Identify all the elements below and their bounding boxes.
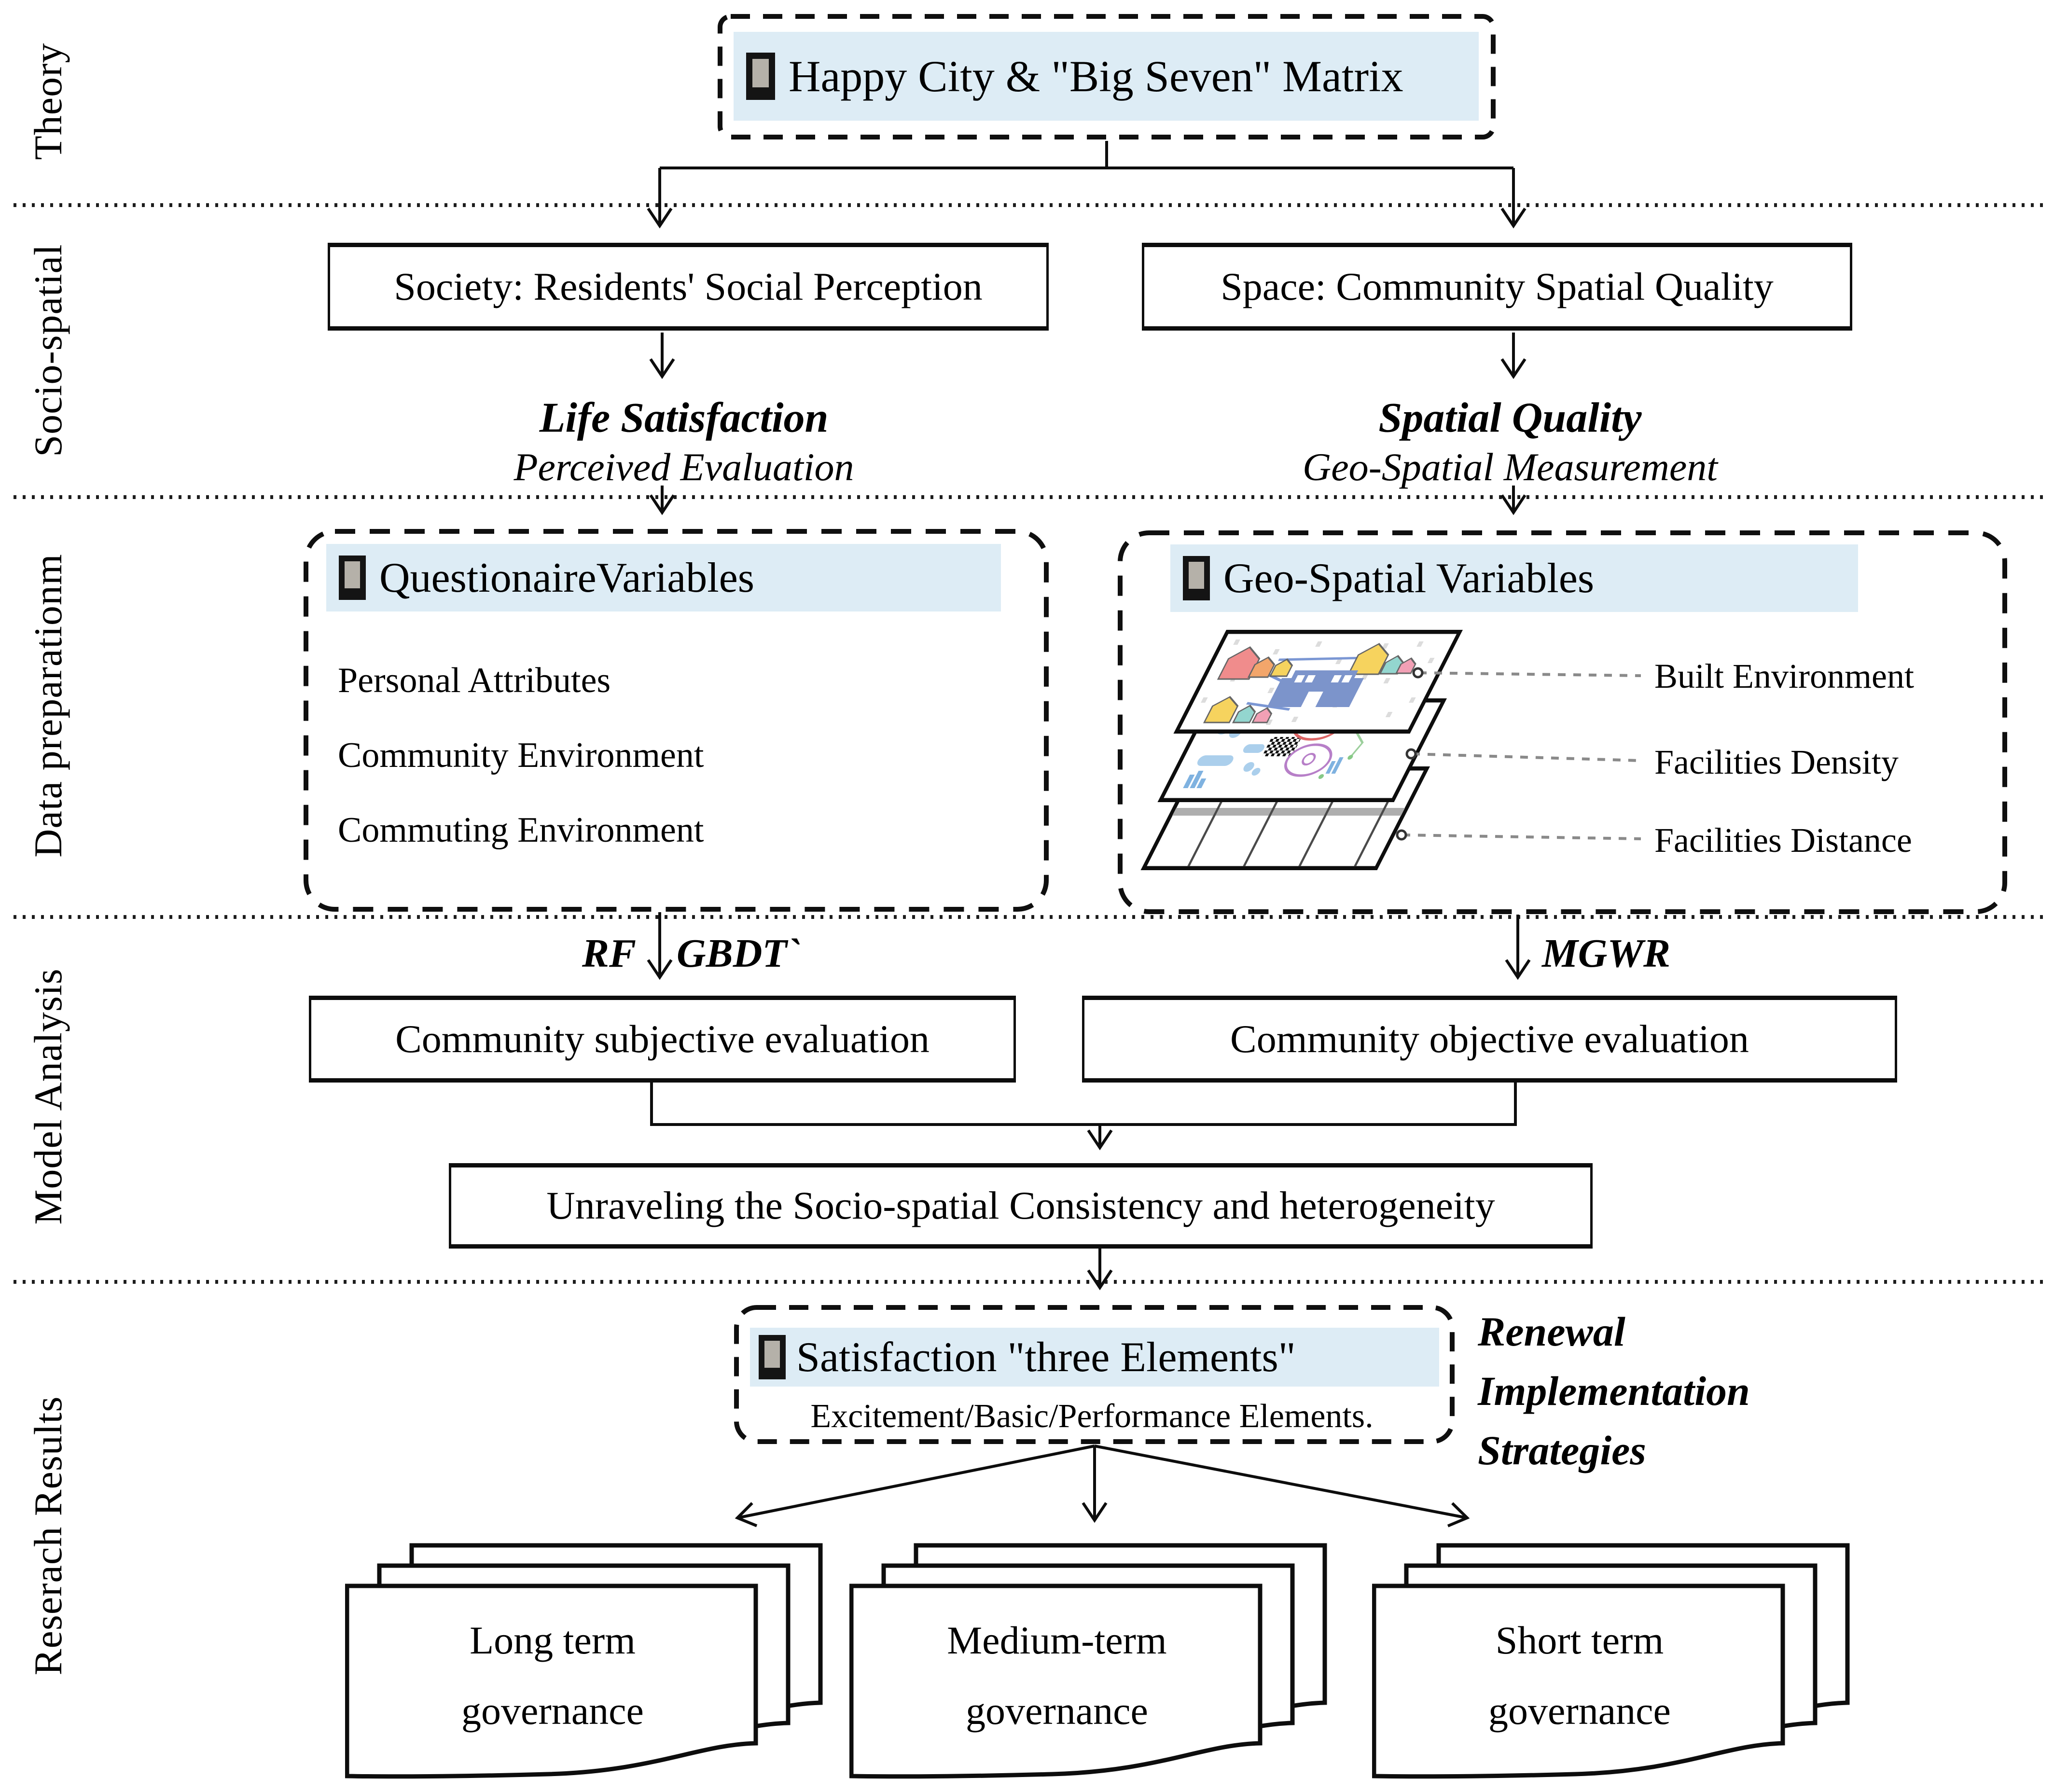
- happy-city-matrix-box: Happy City & "Big Seven" Matrix: [717, 14, 1496, 140]
- governance-doc-label: Short term governance: [1372, 1605, 1787, 1746]
- short-term-governance-stack: Short term governance: [1372, 1542, 1855, 1786]
- layer-label-built-environment: Built Environment: [1654, 657, 1914, 695]
- document-pages: [345, 1543, 823, 1779]
- rail-label-data: Data preparationm: [26, 554, 70, 858]
- society-box-label: Society: Residents' Social Perception: [394, 264, 983, 308]
- doc-line: Short term: [1495, 1618, 1664, 1662]
- layer-label-facilities-density: Facilities Density: [1654, 743, 1899, 781]
- subjective-evaluation-label: Community subjective evaluation: [395, 1016, 930, 1061]
- rf-label: RF: [582, 931, 636, 976]
- divider-model-results: [14, 1280, 2044, 1284]
- layer-label-facilities-distance: Facilities Distance: [1654, 821, 1912, 860]
- matrix-title: Happy City & "Big Seven" Matrix: [789, 52, 1403, 101]
- questionnaire-title-band: QuestionaireVariables: [326, 544, 1001, 611]
- dashed-border: [1118, 530, 2007, 914]
- perceived-evaluation-label: Perceived Evaluation: [514, 445, 854, 489]
- geospatial-title-band: Geo-Spatial Variables: [1170, 544, 1858, 612]
- geospatial-variables-box: Geo-Spatial Variables: [1117, 530, 2008, 915]
- built-environment-map: [1173, 630, 1463, 734]
- doc-line: governance: [1488, 1689, 1671, 1733]
- long-term-governance-stack: Long term governance: [345, 1542, 828, 1786]
- questionnaire-title: QuestionaireVariables: [379, 554, 755, 601]
- divider-theory-socio: [14, 203, 2044, 207]
- rail-label-socio: Socio-spatial: [26, 244, 70, 457]
- space-box-label: Space: Community Spatial Quality: [1221, 264, 1774, 308]
- governance-doc-label: Medium-term governance: [849, 1605, 1264, 1746]
- dashed-border: [734, 1305, 1455, 1444]
- dashed-border: [718, 14, 1496, 139]
- checkbox-icon: [1183, 556, 1210, 600]
- mgwr-label: MGWR: [1542, 931, 1671, 976]
- doc-line: governance: [966, 1689, 1148, 1733]
- checkbox-icon: [746, 53, 775, 100]
- document-pages: [849, 1543, 1327, 1779]
- doc-line: Long term: [470, 1618, 636, 1662]
- satisfaction-title-band: Satisfaction "three Elements": [750, 1328, 1439, 1387]
- unraveling-box: Unraveling the Socio-spatial Consistency…: [449, 1163, 1593, 1249]
- geo-spatial-measurement-label: Geo-Spatial Measurement: [1302, 445, 1718, 489]
- objective-evaluation-box: Community objective evaluation: [1082, 996, 1897, 1083]
- matrix-title-band: Happy City & "Big Seven" Matrix: [734, 32, 1479, 121]
- checkbox-icon: [339, 556, 366, 600]
- governance-doc-label: Long term governance: [345, 1605, 760, 1746]
- renewal-strategies-note: Renewal Implementation Strategies: [1478, 1302, 1750, 1480]
- space-box: Space: Community Spatial Quality: [1142, 243, 1852, 331]
- renewal-line: Strategies: [1478, 1427, 1646, 1473]
- rail-label-theory: Theory: [26, 42, 70, 160]
- document-pages: [1372, 1543, 1850, 1779]
- gbdt-label: GBDT`: [677, 931, 801, 976]
- renewal-line: Implementation: [1478, 1368, 1750, 1414]
- questionnaire-item: Commuting Environment: [338, 810, 704, 850]
- satisfaction-subtitle: Excitement/Basic/Performance Elements.: [810, 1398, 1374, 1435]
- medium-term-governance-stack: Medium-term governance: [849, 1542, 1332, 1786]
- subjective-evaluation-box: Community subjective evaluation: [309, 996, 1016, 1083]
- checkbox-icon: [759, 1335, 786, 1379]
- society-box: Society: Residents' Social Perception: [328, 243, 1049, 331]
- merge-elbow: [650, 1083, 1517, 1126]
- arrow-to-short-term: [1094, 1445, 1470, 1528]
- divider-data-model: [14, 915, 2044, 919]
- geospatial-title: Geo-Spatial Variables: [1223, 555, 1595, 602]
- doc-line: governance: [461, 1689, 644, 1733]
- doc-line: Medium-term: [947, 1618, 1167, 1662]
- questionnaire-item: Community Environment: [338, 736, 704, 775]
- house-icons: [1203, 643, 1416, 723]
- divider-socio-data: [14, 495, 2044, 499]
- unraveling-label: Unraveling the Socio-spatial Consistency…: [546, 1183, 1495, 1228]
- built-environment-map-layer: [1173, 630, 1463, 734]
- satisfaction-title: Satisfaction "three Elements": [796, 1334, 1296, 1381]
- objective-evaluation-label: Community objective evaluation: [1230, 1016, 1749, 1061]
- rail-label-results: Reserach Results: [26, 1396, 70, 1676]
- spatial-quality-label: Spatial Quality: [1378, 394, 1642, 442]
- questionnaire-variables-box: QuestionaireVariables Personal Attribute…: [303, 528, 1049, 912]
- life-satisfaction-label: Life Satisfaction: [539, 394, 829, 442]
- building-icon: [1267, 670, 1364, 707]
- dashed-border: [304, 529, 1049, 912]
- satisfaction-elements-box: Satisfaction "three Elements" Excitement…: [734, 1305, 1455, 1445]
- arrow-to-long-term: [735, 1445, 1095, 1528]
- rail-label-model: Model Analysis: [26, 968, 70, 1225]
- questionnaire-item: Personal Attributes: [338, 661, 611, 700]
- renewal-line: Renewal: [1478, 1308, 1625, 1355]
